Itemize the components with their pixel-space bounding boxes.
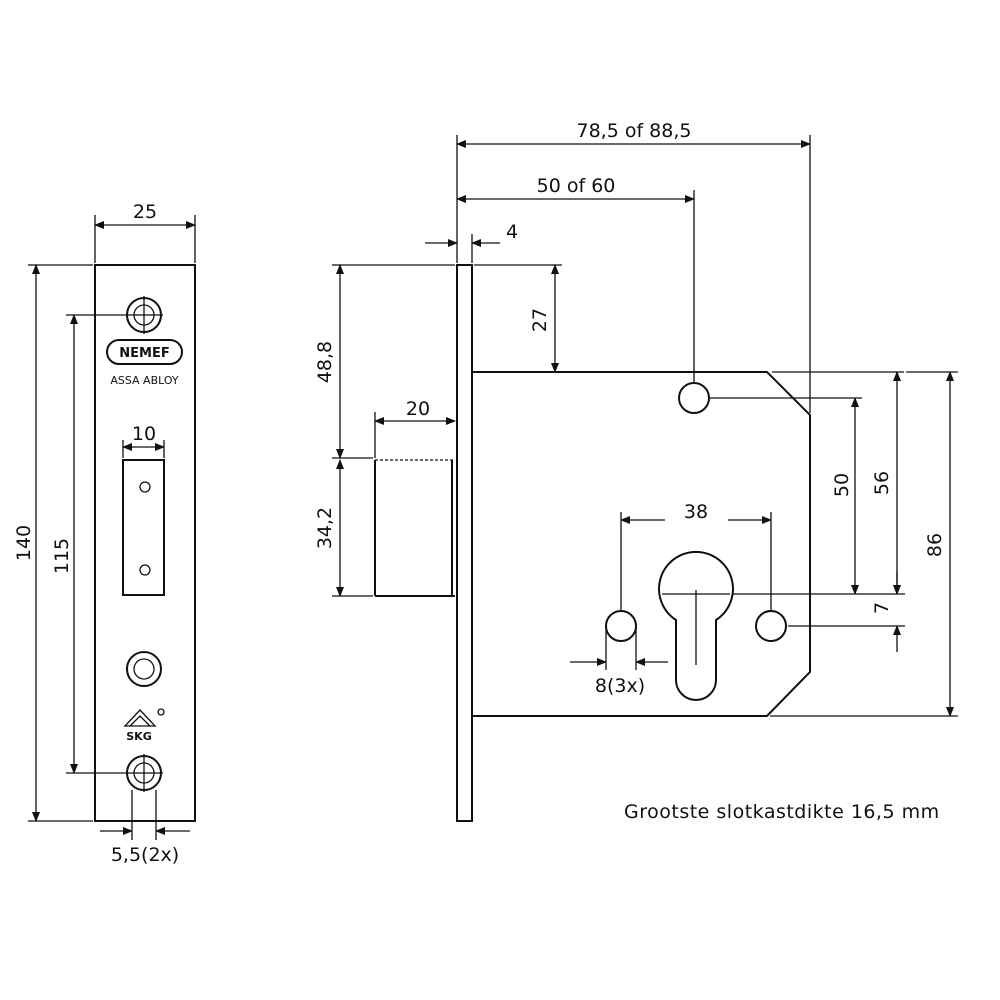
- faceplate-section: [456, 264, 473, 822]
- cylinder-spacing-label: 38: [684, 501, 708, 523]
- plate-height-label: 140: [13, 525, 35, 561]
- dim-hole-diameter: 5,5(2x): [100, 790, 190, 866]
- dim-upper-height: 48,8: [314, 264, 455, 459]
- dim-bolt-projection: 20: [374, 398, 456, 458]
- dim-plate-height: 140: [13, 264, 93, 822]
- dim-screw-holes: 8(3x): [570, 626, 668, 697]
- slot-rivet-bottom: [139, 564, 151, 576]
- dim-bolt-height: 34,2: [314, 459, 373, 597]
- small-offset-label: 7: [871, 602, 893, 614]
- total-depth-label: 78,5 of 88,5: [576, 120, 691, 142]
- hole-spacing-label: 115: [51, 538, 73, 574]
- dim-hole-distance: 56: [772, 371, 904, 595]
- dim-plate-thickness: 4: [425, 221, 518, 263]
- screw-hole-middle: [126, 651, 162, 687]
- front-plate-outline: [94, 264, 196, 822]
- plate-thickness-label: 4: [506, 221, 518, 243]
- front-plate-view: NEMEF ASSA ABLOY 10 SKG: [13, 201, 196, 866]
- bolt-projection-label: 20: [406, 398, 430, 420]
- bolt-slot: [122, 459, 165, 596]
- skg-mark: SKG: [123, 708, 165, 743]
- plate-width-label: 25: [133, 201, 157, 223]
- case-hole-left: [605, 610, 637, 642]
- nemef-logo: NEMEF ASSA ABLOY: [106, 339, 183, 387]
- slot-width-label: 10: [132, 423, 156, 445]
- case-height-label: 86: [924, 533, 946, 557]
- dim-plate-width: 25: [94, 201, 196, 263]
- brand-subtitle: ASSA ABLOY: [110, 374, 179, 387]
- side-view: 78,5 of 88,5 50 of 60 4 27 48,8: [314, 120, 958, 822]
- case-thickness-note: Grootste slotkastdikte 16,5 mm: [624, 801, 940, 823]
- top-offset-label: 27: [529, 308, 551, 332]
- screw-hole-top: [125, 296, 163, 334]
- cylinder-cutout: [658, 550, 734, 701]
- upper-height-label: 48,8: [314, 341, 336, 383]
- screw-holes-label: 8(3x): [595, 675, 645, 697]
- case-hole-top: [678, 382, 710, 414]
- dim-hole-spacing: 115: [51, 314, 125, 774]
- skg-text: SKG: [126, 730, 151, 743]
- dim-backset: 50 of 60: [456, 175, 695, 382]
- deadbolt: [374, 459, 455, 597]
- dim-top-offset: 27: [474, 264, 562, 373]
- hole-diameter-label: 5,5(2x): [111, 844, 179, 866]
- dim-total-depth: 78,5 of 88,5: [456, 120, 811, 413]
- dim-small-offset: 7: [788, 572, 905, 652]
- case-hole-right: [755, 610, 787, 642]
- center-distance-label: 50: [831, 473, 853, 497]
- brand-logo-text: NEMEF: [119, 346, 169, 361]
- dim-slot-width: 10: [122, 423, 165, 458]
- bolt-height-label: 34,2: [314, 507, 336, 549]
- lock-case-outline: [472, 371, 811, 717]
- hole-distance-label: 56: [871, 471, 893, 495]
- backset-label: 50 of 60: [537, 175, 616, 197]
- screw-hole-bottom: [125, 754, 163, 792]
- slot-rivet-top: [139, 481, 151, 493]
- dim-case-height: 86: [770, 371, 958, 717]
- dim-center-distance: 50: [710, 397, 905, 595]
